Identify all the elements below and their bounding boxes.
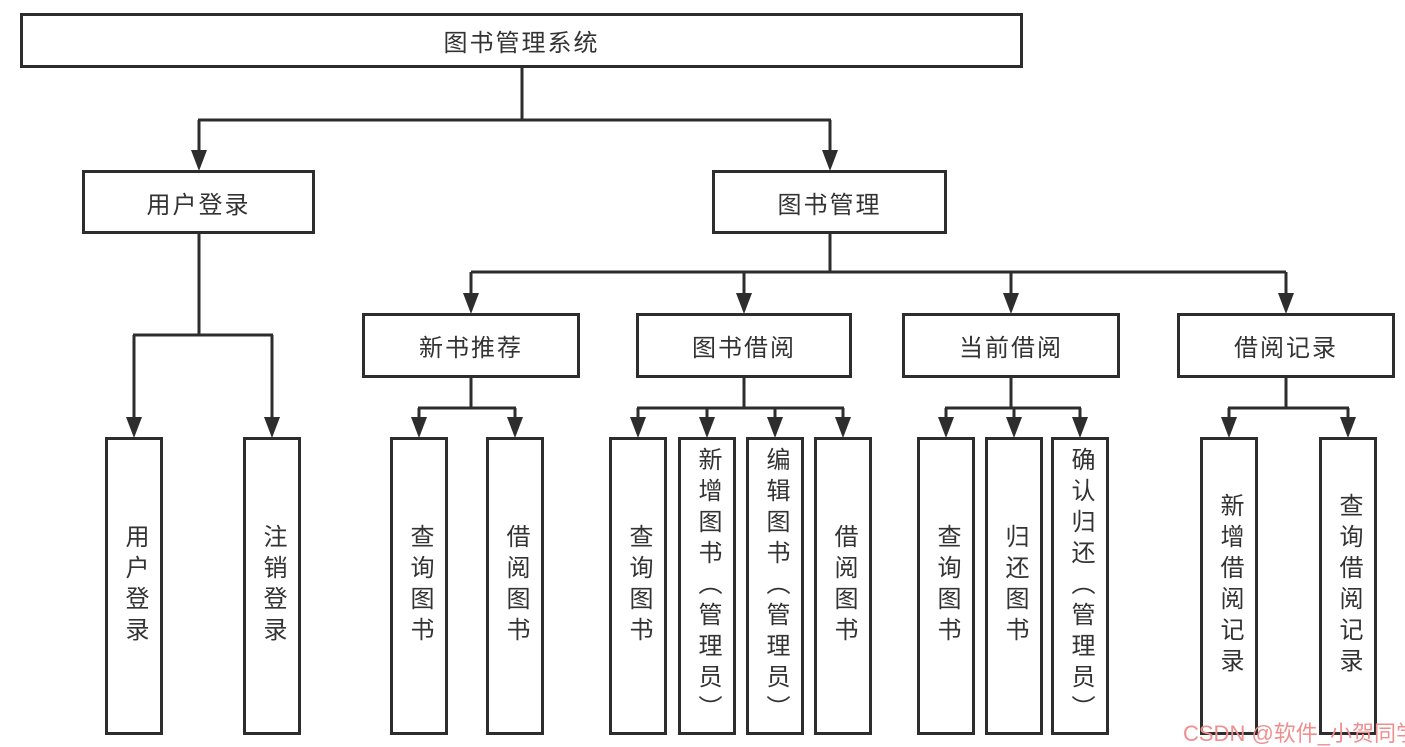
node-user-login: 用户登录 [82,170,315,234]
leaf-edit-books-admin: 编辑图书（管理员） [746,437,804,735]
leaf-query-books-current: 查询图书 [917,437,975,735]
node-library-management-system: 图书管理系统 [20,13,1023,68]
node-new-book-recommendation: 新书推荐 [362,313,580,378]
leaf-return-books: 归还图书 [985,437,1043,735]
node-label: 用户登录 [121,524,148,648]
node-label: 借阅图书 [502,524,529,648]
node-label: 注销登录 [259,524,286,648]
leaf-borrow-books-borrowing: 借阅图书 [814,437,872,735]
node-current-borrowing: 当前借阅 [902,313,1120,378]
node-label: 新增图书（管理员） [694,446,721,726]
node-label: 图书借阅 [692,335,796,362]
node-label: 查询图书 [933,524,960,648]
node-label: 归还图书 [1001,524,1028,648]
node-book-management: 图书管理 [712,170,947,234]
leaf-add-books-admin: 新增图书（管理员） [678,437,736,735]
node-label: 图书管理 [777,191,882,219]
node-borrowing-records: 借阅记录 [1177,313,1395,378]
leaf-user-login: 用户登录 [105,437,163,735]
node-label: 借阅记录 [1234,335,1338,362]
leaf-add-borrow-record: 新增借阅记录 [1200,437,1258,735]
node-label: 查询借阅记录 [1335,493,1362,679]
node-label: 编辑图书（管理员） [762,446,789,726]
leaf-borrow-books-recommend: 借阅图书 [486,437,544,735]
node-label: 新书推荐 [419,335,523,362]
leaf-logout-login: 注销登录 [243,437,301,735]
arrowheads [126,150,1356,438]
leaf-confirm-return-admin: 确认归还（管理员） [1051,437,1109,735]
node-label: 借阅图书 [830,524,857,648]
csdn-watermark: CSDN @软件_小贺同学 [1183,721,1405,746]
node-label: 图书管理系统 [443,30,600,57]
leaf-query-books-recommend: 查询图书 [390,437,448,735]
node-label: 查询图书 [406,524,433,648]
node-label: 当前借阅 [959,335,1063,362]
node-label: 用户登录 [146,191,251,219]
node-label: 确认归还（管理员） [1067,446,1094,726]
node-label: 查询图书 [625,524,652,648]
leaf-query-borrow-record: 查询借阅记录 [1319,437,1377,735]
leaf-query-books-borrowing: 查询图书 [609,437,667,735]
node-book-borrowing: 图书借阅 [636,313,852,378]
node-label: 新增借阅记录 [1216,493,1243,679]
